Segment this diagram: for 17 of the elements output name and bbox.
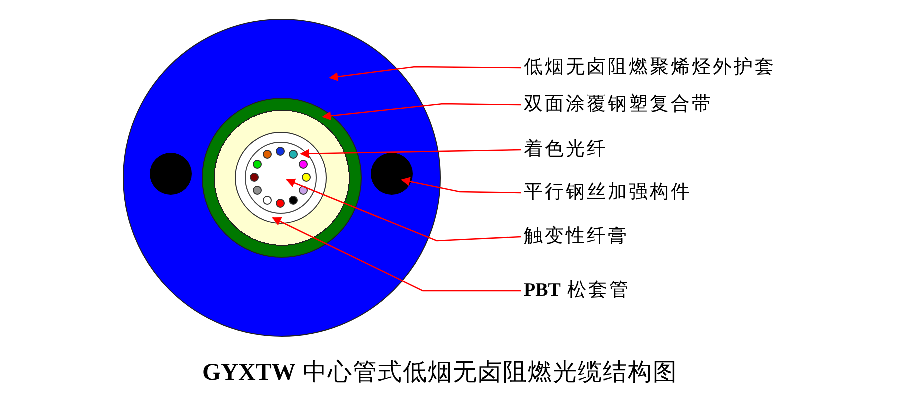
leader-line: [322, 103, 521, 121]
strength-rod-circle: [371, 153, 413, 195]
leader-line: [272, 217, 521, 292]
leader-line: [329, 66, 521, 82]
diagram-title: GYXTW 中心管式低烟无卤阻燃光缆结构图: [202, 358, 678, 388]
part-label: 双面涂覆钢塑复合带: [524, 93, 713, 117]
part-label: 着色光纤: [524, 138, 608, 162]
gel-filling-circle: [244, 142, 316, 214]
part-label: 平行钢丝加强构件: [524, 181, 692, 205]
part-label: 低烟无卤阻燃聚烯烃外护套: [524, 56, 776, 80]
strength-rod-circle: [150, 153, 192, 195]
leader-line: [401, 177, 522, 194]
leader-line: [300, 149, 522, 158]
leader-line: [286, 178, 522, 242]
fiber-dot: [289, 150, 298, 160]
part-label: PBT 松套管: [524, 279, 631, 303]
part-label: 触变性纤膏: [524, 225, 629, 249]
